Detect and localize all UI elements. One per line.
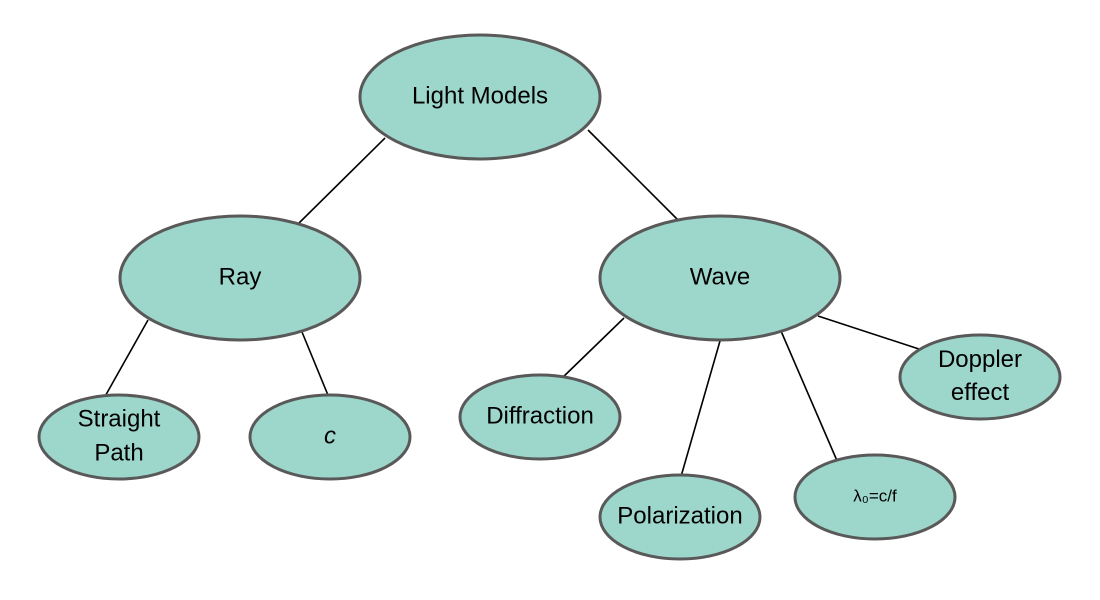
node-shape	[898, 333, 1062, 421]
node-label: Diffraction	[486, 402, 594, 429]
node-light-models: Light Models	[358, 33, 602, 161]
node-shape	[37, 393, 201, 481]
node-diffraction: Diffraction	[458, 373, 622, 461]
node-label: Polarization	[617, 502, 742, 529]
edge-ray-to-c	[301, 331, 331, 401]
node-label: λ₀=c/f	[853, 486, 897, 505]
node-label: Ray	[219, 263, 262, 290]
node-label: Straight	[78, 405, 161, 432]
edge-wave-to-wavelength	[780, 330, 839, 464]
node-label: Wave	[690, 263, 750, 290]
node-shape	[598, 473, 762, 561]
node-shape	[358, 33, 602, 161]
node-shape	[598, 214, 842, 342]
node-label: c	[324, 422, 336, 449]
node-shape	[118, 214, 362, 342]
node-label: Doppler	[938, 346, 1022, 373]
node-doppler: Doppler effect	[898, 333, 1062, 421]
edge-light-models-to-wave	[587, 129, 681, 223]
node-wave: Wave	[598, 214, 842, 342]
node-shape	[248, 393, 412, 481]
node-label: Light Models	[412, 82, 548, 109]
node-polarization: Polarization	[598, 473, 762, 561]
node-label: effect	[951, 379, 1010, 406]
edge-wave-to-polarization	[679, 340, 721, 481]
node-ray: Ray	[118, 214, 362, 342]
node-wavelength: λ₀=c/f	[793, 453, 957, 541]
node-c: c	[248, 393, 412, 481]
edge-wave-to-doppler	[817, 315, 923, 351]
edge-wave-to-diffraction	[559, 317, 625, 381]
edge-light-models-to-ray	[296, 137, 386, 226]
node-label: Path	[94, 439, 143, 466]
edge-ray-to-straight-path	[102, 319, 149, 401]
node-shape	[793, 453, 957, 541]
node-shape	[458, 373, 622, 461]
